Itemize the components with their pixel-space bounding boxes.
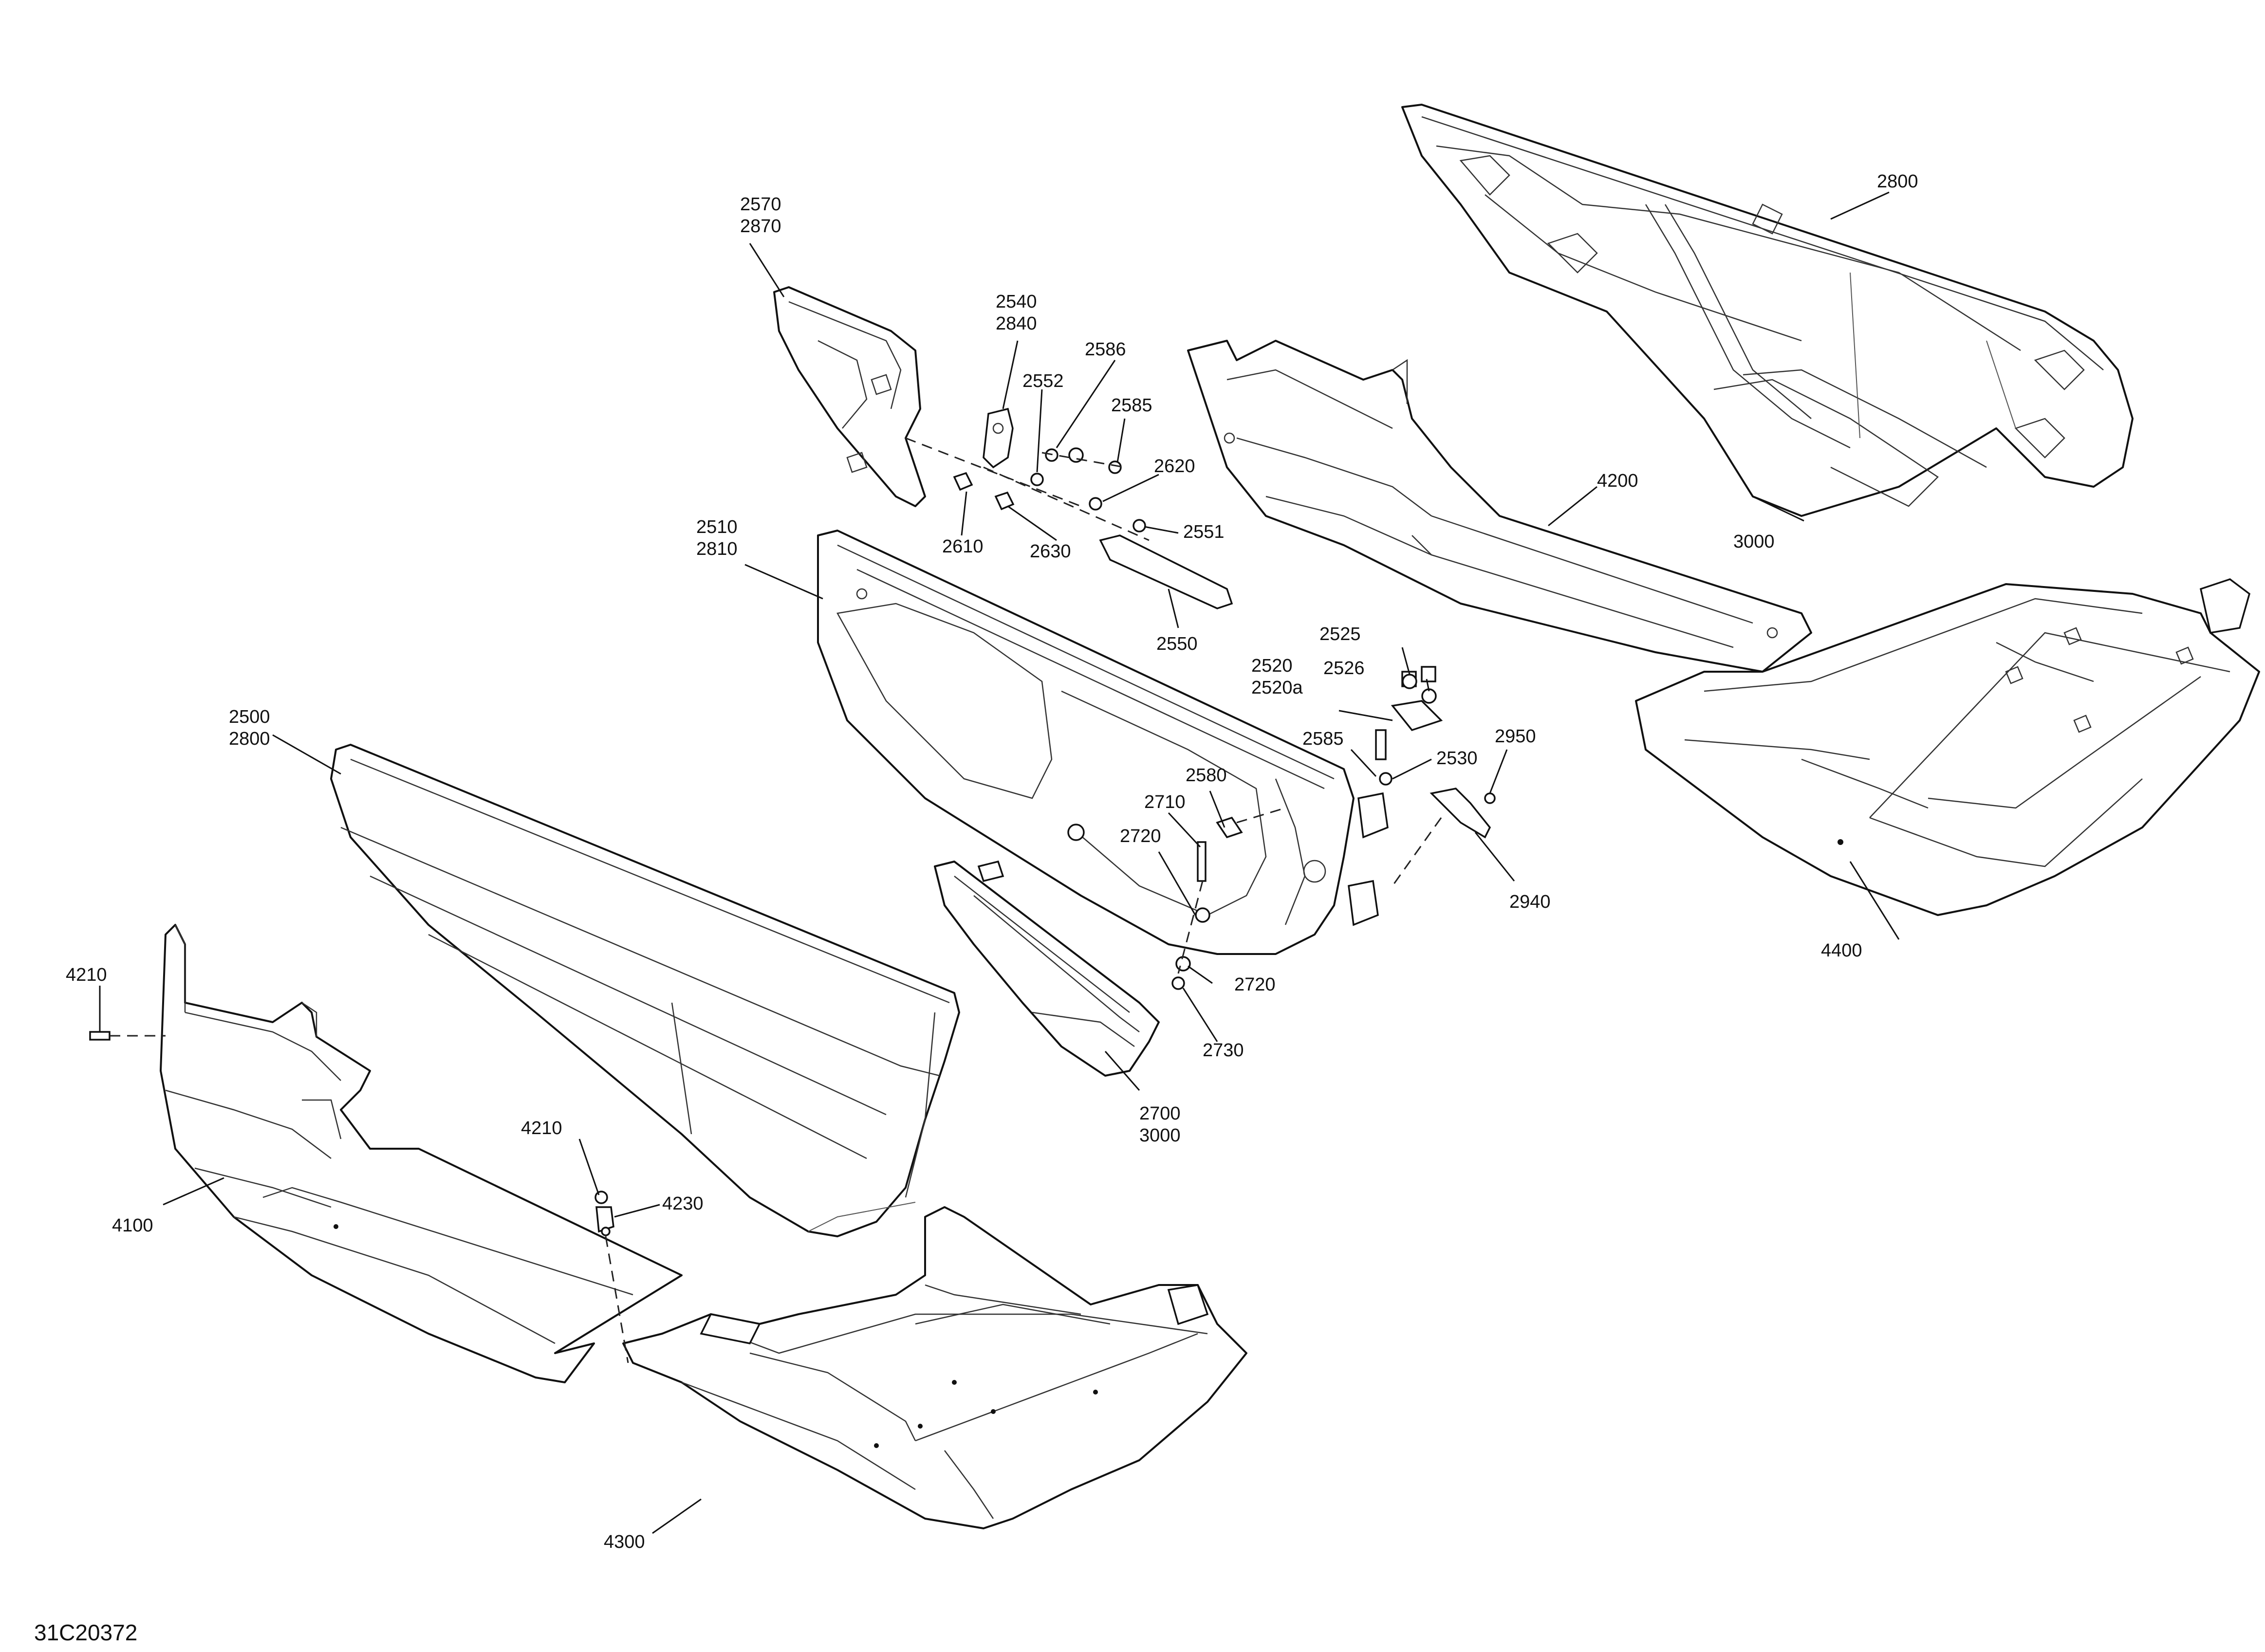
callout: 2526: [1323, 658, 1365, 679]
callout: 3000: [1139, 1125, 1181, 1146]
leader-lines: [99, 191, 1900, 1534]
callout: 2510: [696, 517, 738, 537]
callout: 2630: [1030, 541, 1071, 562]
upper-door-panel: [1401, 104, 2134, 517]
latch-bracket: [773, 286, 926, 507]
hardware-parts: [89, 447, 1496, 1236]
callout: 2700: [1139, 1103, 1181, 1124]
callout: 2720: [1120, 826, 1161, 846]
callout: 2551: [1183, 522, 1225, 542]
callout: 2810: [696, 539, 738, 559]
callout: 2530: [1436, 748, 1478, 769]
callout: 2552: [1022, 371, 1064, 391]
callout: 2710: [1144, 792, 1186, 812]
door-frame: [817, 530, 1389, 955]
callout: 2570: [740, 194, 781, 215]
callout: 2620: [1154, 456, 1195, 477]
callout: 2720: [1234, 974, 1276, 995]
callout: 3000: [1733, 532, 1775, 552]
callout: 2540: [996, 292, 1037, 312]
right-floor-tray: [1635, 578, 2260, 916]
callout: 2870: [740, 216, 781, 237]
callout: 4210: [521, 1118, 562, 1138]
callout: 2800: [229, 729, 270, 749]
callout: 2940: [1509, 892, 1551, 912]
callout: 2520a: [1251, 678, 1303, 698]
callout: 4100: [112, 1215, 153, 1236]
callout: 2585: [1111, 395, 1152, 416]
callout: 2730: [1203, 1040, 1244, 1061]
callout: 4300: [604, 1532, 645, 1552]
callout: 2520: [1251, 656, 1293, 676]
left-lower-panel: [160, 924, 683, 1383]
assembly-lines: [110, 437, 1442, 1363]
right-lower-panel-upper: [1187, 340, 1812, 673]
callout: 2585: [1302, 729, 1344, 749]
left-floor-tray: [622, 1206, 1247, 1529]
callout: 2586: [1085, 339, 1126, 360]
latch: [953, 407, 1058, 511]
callout: 2500: [229, 707, 270, 727]
callout: 4200: [1597, 471, 1638, 491]
callout-labels: 2570 2870 2540 2840 2586 2552 2585 2620 …: [66, 171, 1918, 1552]
callout: 2840: [996, 313, 1037, 334]
callout: 4400: [1821, 940, 1862, 961]
callout: 2580: [1186, 765, 1227, 786]
callout: 4230: [662, 1193, 704, 1214]
small-side-panel: [934, 860, 1160, 1077]
callout: 2950: [1495, 726, 1536, 747]
callout: 2550: [1156, 634, 1198, 654]
callout: 4210: [66, 965, 107, 985]
figure-reference-id: 31C20372: [34, 1620, 137, 1645]
callout: 2525: [1319, 624, 1361, 644]
large-door-panel: [330, 744, 960, 1237]
callout: 2800: [1877, 171, 1918, 192]
callout: 2610: [942, 536, 984, 557]
